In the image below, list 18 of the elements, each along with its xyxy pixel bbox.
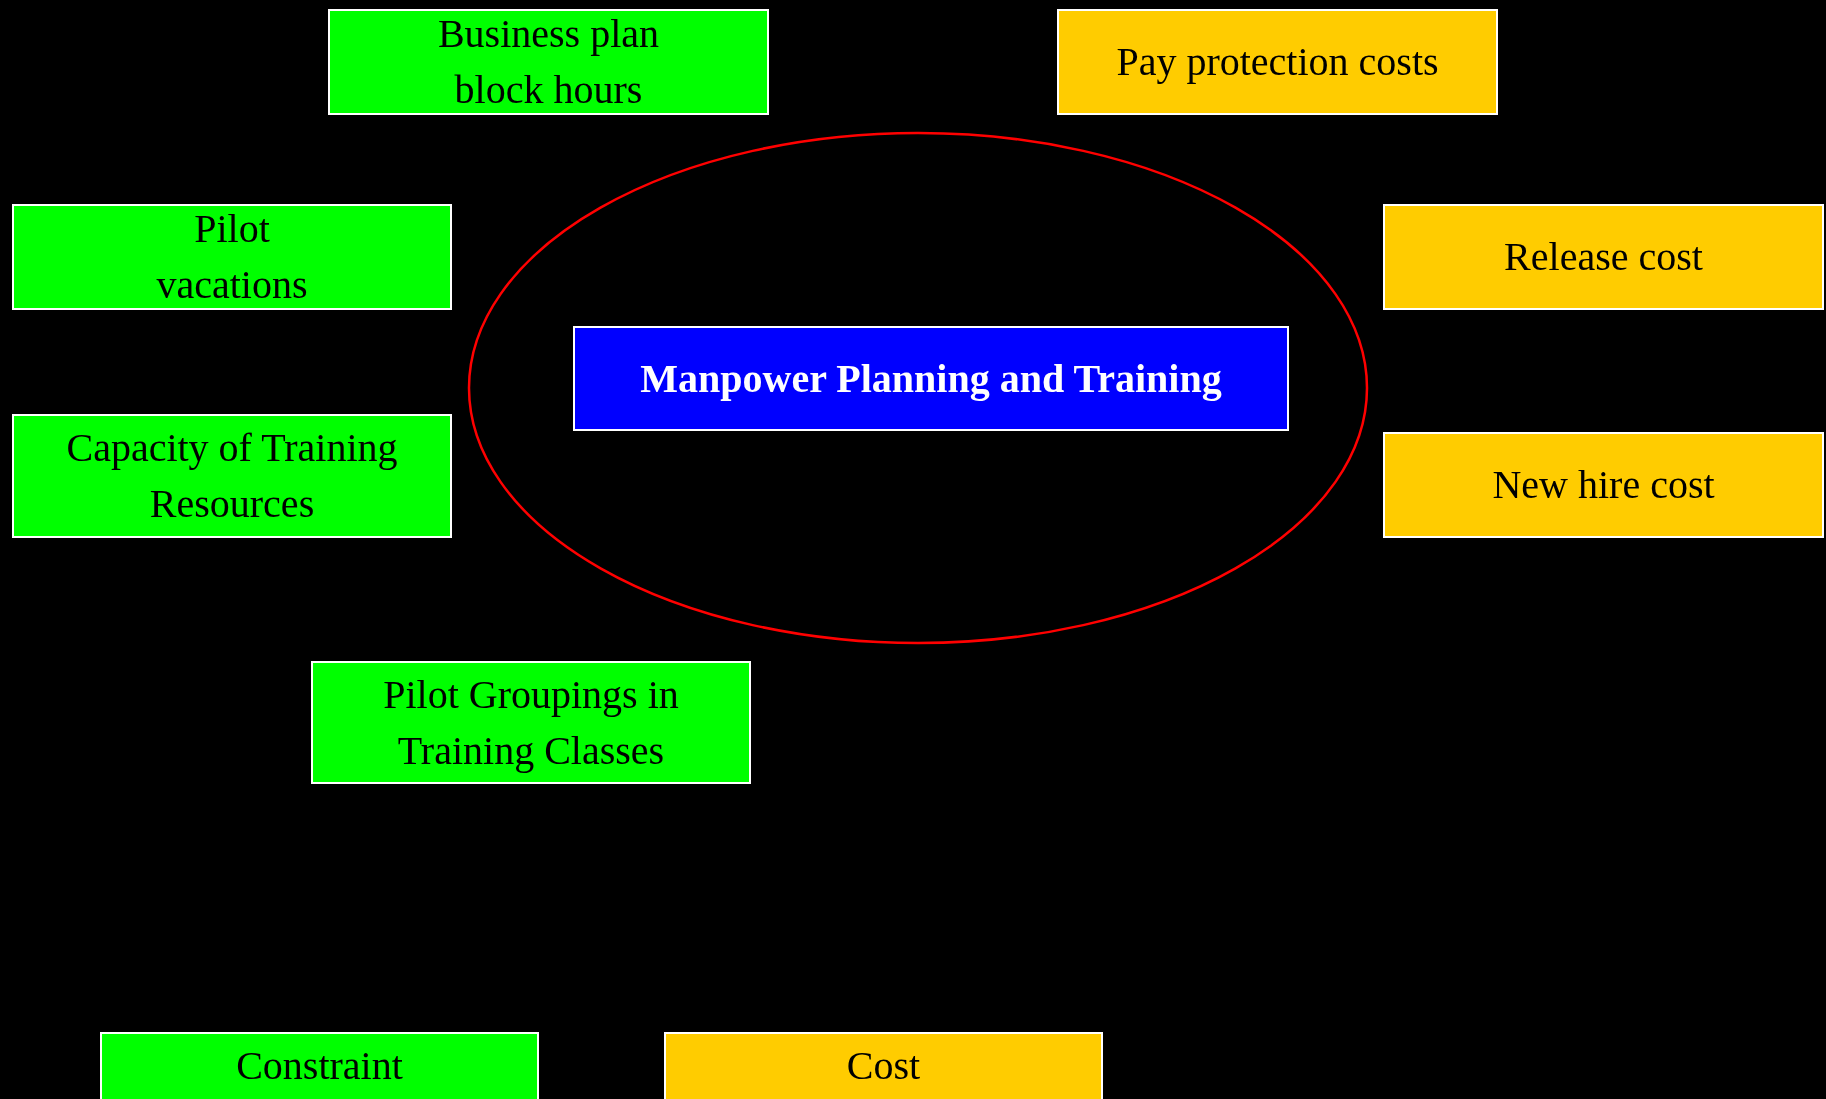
box-label: Pilot Groupings in Training Classes bbox=[382, 670, 680, 775]
topic-box bbox=[573, 326, 1289, 431]
box-label: Manpower Planning and Training bbox=[640, 354, 1222, 403]
box-label: New hire cost bbox=[1492, 461, 1715, 509]
box-label: Business plan block hours bbox=[436, 10, 661, 114]
legend-label: Cost bbox=[846, 1042, 921, 1090]
constraint-box bbox=[12, 204, 452, 310]
cost-box bbox=[1057, 9, 1498, 115]
constraint-box bbox=[12, 414, 452, 538]
cost-box bbox=[1383, 432, 1824, 538]
constraint-box bbox=[328, 9, 769, 115]
cost-box bbox=[1383, 204, 1824, 310]
constraint-box bbox=[311, 661, 751, 784]
box-label: Pilot vacations bbox=[155, 205, 309, 309]
legend-label: Constraint bbox=[236, 1042, 403, 1090]
box-label: Release cost bbox=[1504, 233, 1703, 281]
box-label: Capacity of Training Resources bbox=[65, 424, 399, 528]
box-label: Pay protection costs bbox=[1116, 38, 1439, 86]
